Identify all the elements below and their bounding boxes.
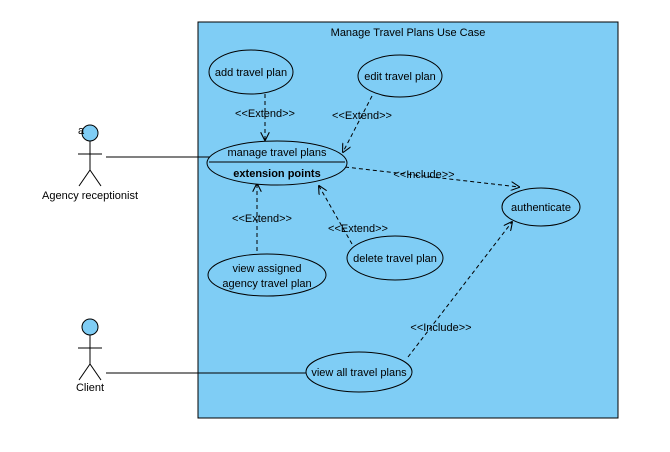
actor-label: Client (76, 382, 104, 394)
use-case-view-assigned-agency-travel-plan[interactable]: view assigned agency travel plan (207, 253, 327, 297)
use-case-add-travel-plan[interactable]: add travel plan (208, 49, 294, 95)
use-case-view-all-travel-plans[interactable]: view all travel plans (305, 351, 413, 393)
include-label-view-all: <<Include>> (410, 322, 471, 334)
actor-label: Agency receptionist (42, 190, 138, 202)
include-label-manage: <<Include>> (393, 169, 454, 181)
use-case-edit-travel-plan[interactable]: edit travel plan (357, 54, 443, 98)
include-manage-to-authenticate (344, 166, 519, 187)
use-case-label: edit travel plan (364, 71, 436, 83)
include-view-all-to-authenticate (407, 222, 512, 358)
extend-label-delete: <<Extend>> (328, 223, 388, 235)
use-case-label: authenticate (511, 202, 571, 214)
use-case-label: manage travel plans (227, 147, 327, 159)
use-case-label: add travel plan (215, 67, 287, 79)
extend-label-edit: <<Extend>> (332, 110, 392, 122)
actor-agency-receptionist[interactable]: a Agency receptionist (42, 124, 138, 202)
actor-head (81, 124, 99, 142)
extend-edit-to-manage (343, 95, 373, 152)
use-case-manage-travel-plans[interactable]: manage travel plans extension points (206, 140, 348, 186)
use-case-label: view all travel plans (311, 367, 407, 379)
use-case-label-line1: view assigned (232, 263, 301, 275)
actor-marker: a (78, 125, 85, 137)
system-title: Manage Travel Plans Use Case (331, 27, 486, 39)
extend-label-view-assigned: <<Extend>> (232, 213, 292, 225)
actor-head (81, 318, 99, 336)
extension-points-label: extension points (233, 168, 320, 180)
use-case-delete-travel-plan[interactable]: delete travel plan (346, 235, 444, 281)
use-case-authenticate[interactable]: authenticate (501, 187, 581, 227)
use-case-label: delete travel plan (353, 253, 437, 265)
actor-client[interactable]: Client (76, 318, 104, 394)
use-case-label-line2: agency travel plan (222, 278, 311, 290)
extend-label-add: <<Extend>> (235, 108, 295, 120)
